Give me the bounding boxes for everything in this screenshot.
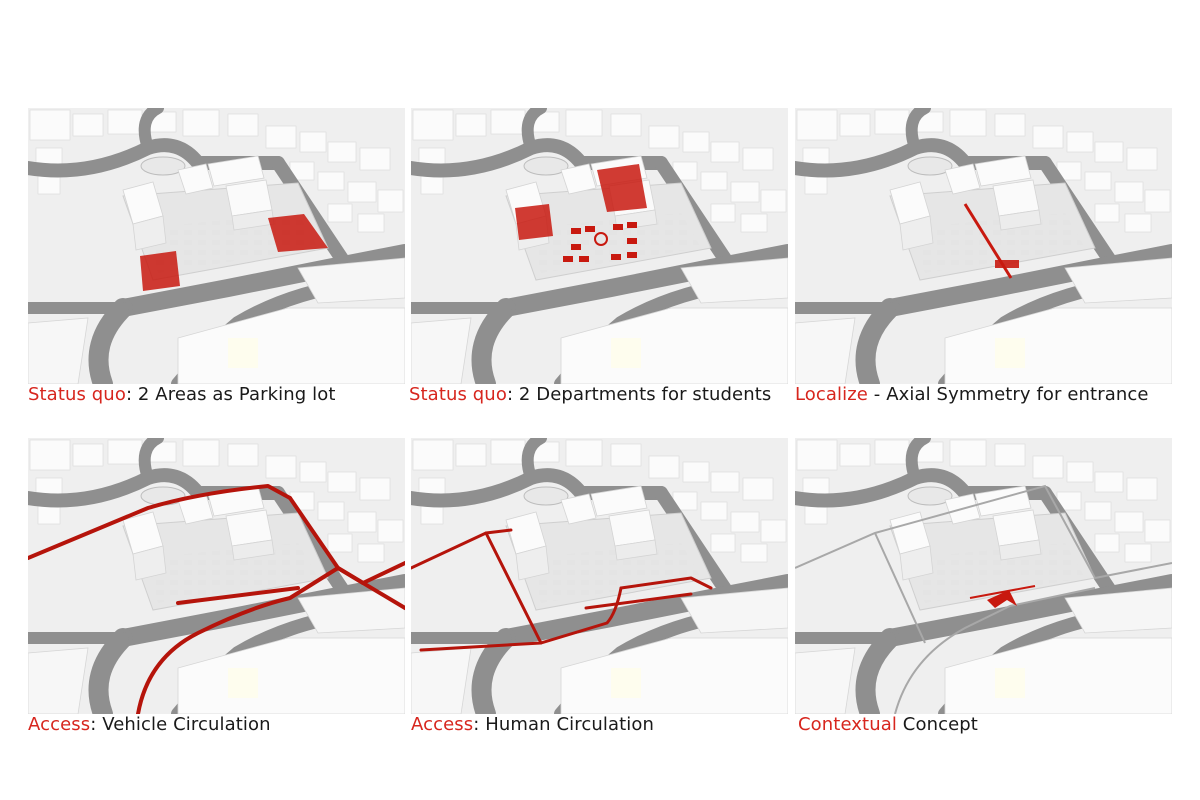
caption-highlight: Access [28, 714, 91, 735]
caption-text: Concept [896, 714, 978, 735]
site-model-vehicle [28, 438, 405, 714]
caption-contextual-concept: Contextual Concept [798, 712, 1183, 738]
site-model-human [411, 438, 788, 714]
caption-highlight: Status quo [28, 384, 126, 405]
caption-highlight: Contextual [798, 714, 897, 735]
caption-text: : 2 Departments for students [506, 384, 772, 405]
caption-axial-symmetry: Localize - Axial Symmetry for entrance [795, 382, 1180, 408]
site-model-concept [795, 438, 1172, 714]
parking-area-east [268, 214, 328, 252]
panel-parking-lot [28, 108, 405, 384]
courtyard-marks [563, 222, 637, 262]
site-model-parking [28, 108, 405, 384]
panel-axial-symmetry [795, 108, 1172, 384]
parking-area-west [140, 251, 180, 291]
site-model-departments [411, 108, 788, 384]
caption-text: : 2 Areas as Parking lot [125, 384, 336, 405]
concept-axis [969, 585, 1036, 599]
vehicle-routes [28, 484, 405, 714]
panel-human-circulation [411, 438, 788, 714]
panel-departments [411, 108, 788, 384]
panel-contextual-concept [795, 438, 1172, 714]
caption-highlight: Access [411, 714, 474, 735]
caption-text: - Axial Symmetry for entrance [867, 384, 1149, 405]
caption-highlight: Localize [795, 384, 868, 405]
context-outline [795, 484, 1172, 714]
panel-vehicle-circulation [28, 438, 405, 714]
site-model-axis [795, 108, 1172, 384]
pedestrian-routes [411, 528, 713, 652]
entrance-gate [995, 260, 1019, 268]
caption-text: : Human Circulation [473, 714, 654, 735]
concept-node [987, 590, 1017, 608]
caption-text: : Vehicle Circulation [90, 714, 271, 735]
department-block-west [515, 204, 553, 240]
caption-parking-lot: Status quo: 2 Areas as Parking lot [28, 382, 413, 408]
caption-highlight: Status quo [409, 384, 507, 405]
caption-vehicle-circulation: Access: Vehicle Circulation [28, 712, 413, 738]
caption-human-circulation: Access: Human Circulation [411, 712, 796, 738]
department-block-east [597, 164, 647, 212]
caption-departments: Status quo: 2 Departments for students [409, 382, 794, 408]
